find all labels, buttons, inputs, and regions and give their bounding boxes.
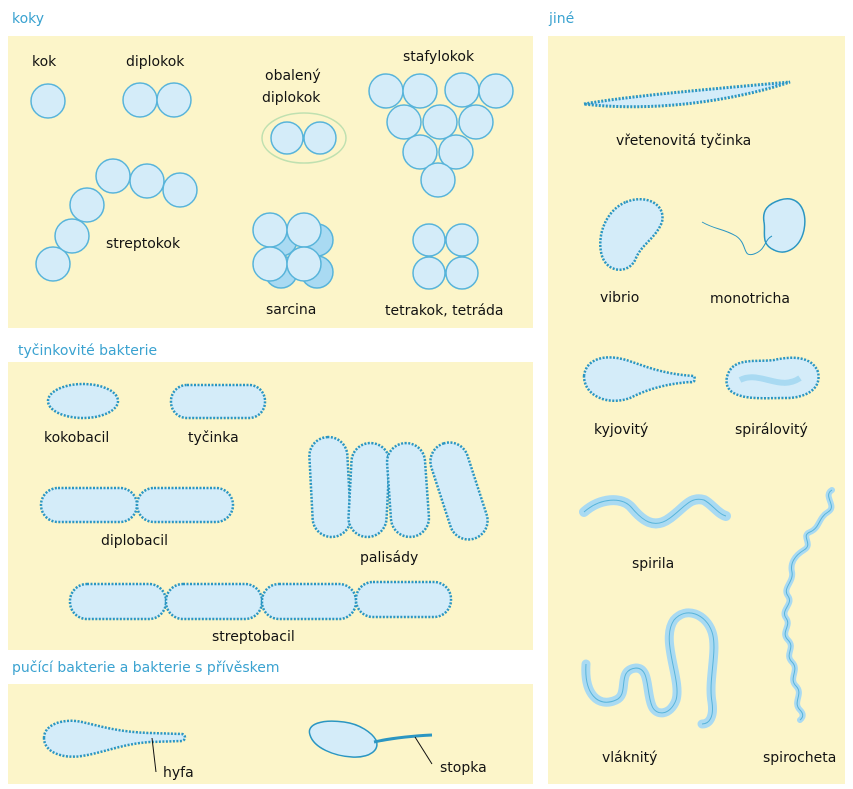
label-hyfa: hyfa [163,765,194,781]
streptobacil-cell [70,584,166,619]
label-vlaknity: vláknitý [602,750,657,766]
diplokok-cell [157,83,191,117]
label-diplobacil: diplobacil [101,533,168,549]
label-obaleny-line2: diplokok [262,90,321,106]
stafylokok-cell [445,73,479,107]
label-kokobacil: kokobacil [44,430,109,446]
label-vibrio: vibrio [600,290,639,306]
sarcina-cell [253,213,287,247]
section-title-jine: jiné [548,11,574,27]
stafylokok-cell [369,74,403,108]
palisady-cell [386,442,430,538]
label-spirila: spirila [632,556,674,572]
stafylokok-cell [421,163,455,197]
tycinka-cell [171,385,265,418]
stafylokok-cell [423,105,457,139]
label-streptobacil: streptobacil [212,629,295,645]
palisady-cell [348,442,391,538]
kokobacil-cell [48,384,118,418]
obaleny-diplokok-cell [304,122,336,154]
label-spiralovity: spirálovitý [735,422,808,438]
streptokok-cell [55,219,89,253]
stafylokok-cell [479,74,513,108]
section-title-pucici: pučící bakterie a bakterie s přívěskem [12,660,280,676]
streptokok-cell [163,173,197,207]
section-title-koky: koky [12,11,44,27]
diplokok-cell [123,83,157,117]
label-vretenovita: vřetenovitá tyčinka [616,133,751,149]
label-tycinka: tyčinka [188,430,239,446]
label-stafylokok: stafylokok [403,49,475,65]
label-palisady: palisády [360,550,418,566]
obaleny-diplokok-cell [271,122,303,154]
sarcina-cell [253,247,287,281]
label-streptokok: streptokok [106,236,181,252]
label-spirocheta: spirocheta [763,750,836,766]
label-stopka: stopka [440,760,487,776]
tetrakok-cell [446,224,478,256]
kok-cell [31,84,65,118]
diplobacil-cell [137,488,233,522]
stafylokok-cell [459,105,493,139]
streptobacil-cell [166,584,262,619]
tetrakok-cell [413,224,445,256]
label-monotricha: monotricha [710,291,790,307]
palisady-cell [308,436,351,538]
streptokok-cell [96,159,130,193]
label-diplokok: diplokok [126,54,185,70]
sarcina-cell [287,213,321,247]
streptokok-cell [130,164,164,198]
label-kyjovity: kyjovitý [594,422,648,438]
streptokok-cell [70,188,104,222]
stafylokok-cell [387,105,421,139]
label-tetrakok: tetrakok, tetráda [385,303,504,319]
sarcina-cell [287,247,321,281]
diplobacil-cell [41,488,137,522]
streptobacil-cell [356,582,451,617]
tetrakok-cell [413,257,445,289]
streptobacil-cell [262,584,356,619]
label-obaleny-line1: obalený [265,68,321,84]
label-sarcina: sarcina [266,302,316,318]
section-title-tycinkovite: tyčinkovité bakterie [18,343,157,359]
label-kok: kok [32,54,57,70]
tetrakok-cell [446,257,478,289]
stafylokok-cell [403,74,437,108]
